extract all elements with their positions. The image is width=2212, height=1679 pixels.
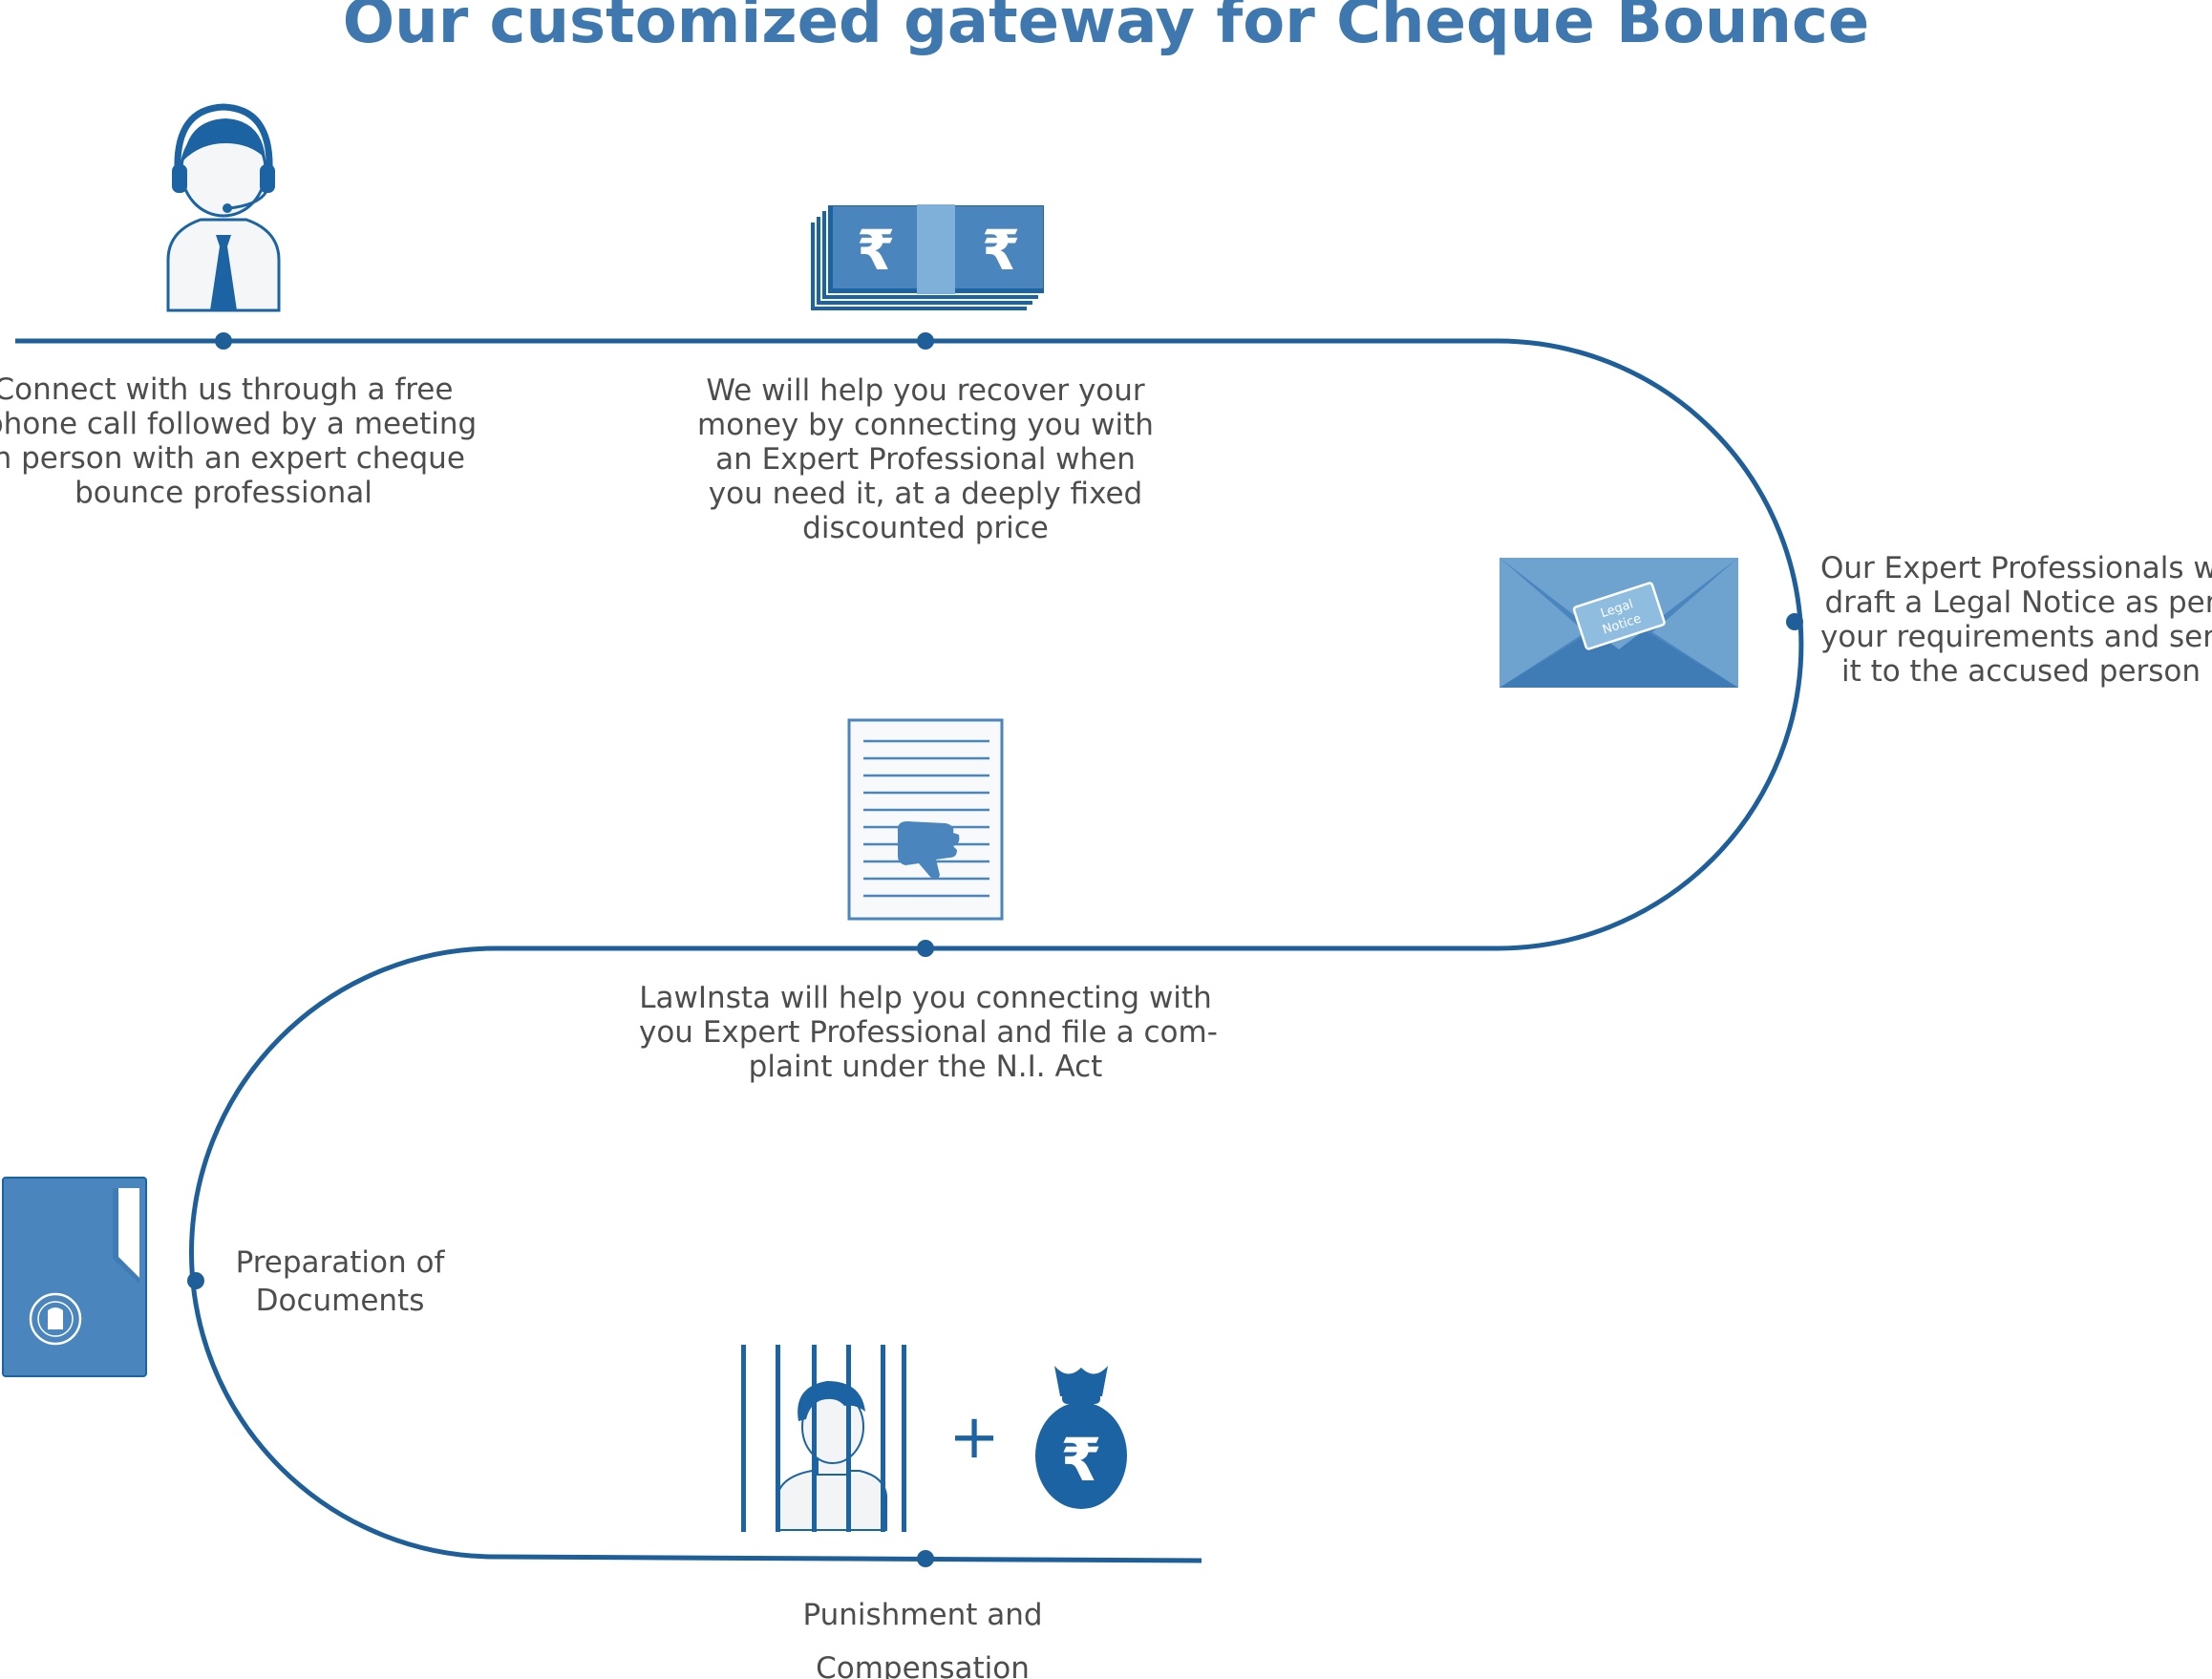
timeline-node-legal-notice <box>1786 613 1803 630</box>
headset-agent-icon <box>166 103 281 312</box>
timeline-node-documents <box>187 1272 204 1289</box>
prisoner-behind-bars-icon <box>741 1345 906 1532</box>
timeline-path <box>15 338 1804 1563</box>
rupee-glyph: ₹ <box>1060 1425 1101 1495</box>
folder-icon <box>2 1177 147 1377</box>
step-caption-legal-notice: Our Expert Professionals will draft a Le… <box>1820 551 2212 689</box>
rupee-money-bag-icon: ₹ <box>1035 1366 1127 1509</box>
timeline-node-recover <box>917 332 934 350</box>
timeline-node-connect <box>215 332 232 350</box>
step-caption-recover: We will help you recover your money by c… <box>697 373 1154 545</box>
step-caption-documents: Preparation of Documents <box>235 1245 445 1318</box>
envelope-icon: Legal Notice <box>1499 558 1738 688</box>
rupee-notes-icon: ₹ ₹ <box>809 203 1046 312</box>
step-caption-complaint: LawInsta will help you connecting with y… <box>639 981 1218 1084</box>
step-caption-punishment: Punishment and Compensation <box>802 1598 1043 1679</box>
timeline-node-complaint <box>917 940 934 957</box>
page-title: Our customized gateway for Cheque Bounce <box>342 0 1870 57</box>
timeline-node-punishment <box>917 1550 934 1567</box>
rupee-glyph: ₹ <box>982 218 1020 283</box>
document-with-hand-icon <box>847 718 1004 921</box>
rupee-glyph: ₹ <box>857 218 895 283</box>
step-caption-connect: Connect with us through a free phone cal… <box>0 372 478 510</box>
plus-icon: + <box>948 1402 1000 1473</box>
